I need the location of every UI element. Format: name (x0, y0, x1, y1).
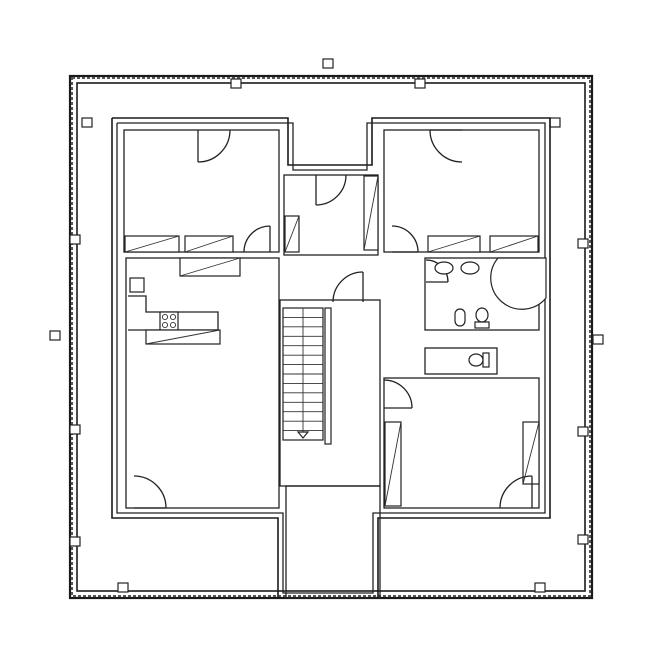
door-swing-arc (315, 174, 347, 206)
wardrobe-door-line (363, 175, 379, 251)
door-swing-arc (499, 475, 533, 509)
wardrobe-door-line (184, 235, 234, 253)
bathroom-fixtures (434, 257, 547, 368)
stair-handrail-wall (324, 307, 332, 445)
interior-wall-outer (111, 117, 551, 599)
room-wc (424, 347, 498, 375)
wc-toilet-icon (468, 353, 484, 367)
door-swing-arc (133, 475, 167, 509)
facade-posts (49, 58, 604, 593)
corner-bathtub-icon (490, 257, 547, 310)
post (577, 534, 589, 545)
hob-icon (159, 311, 179, 331)
post (117, 582, 129, 593)
exterior-wall-hatch (71, 77, 591, 597)
wardrobe-door-line (522, 421, 540, 485)
post (69, 536, 81, 547)
exterior-wall-inner-line (76, 82, 586, 592)
post (592, 334, 604, 345)
stair-arrow-icon (296, 431, 310, 439)
post (577, 238, 589, 249)
post (577, 426, 589, 437)
kitchen-fixtures (128, 277, 221, 345)
post (414, 78, 426, 89)
post (549, 117, 561, 128)
post (534, 582, 546, 593)
post (69, 424, 81, 435)
wardrobe-door-line (124, 235, 180, 253)
interior-outline (111, 117, 551, 599)
door-swing-arc (429, 129, 463, 163)
sink-icon (129, 277, 145, 293)
basin-icon (434, 261, 454, 275)
post (81, 117, 93, 128)
post (49, 330, 61, 341)
door-swing-arc (383, 379, 413, 409)
room-bedroom-nw (123, 129, 280, 253)
door-swing-arc (197, 129, 231, 163)
toilet-tank (474, 321, 490, 329)
post (230, 78, 242, 89)
cabinet-line (145, 329, 221, 345)
toilet-icon (475, 307, 489, 323)
room-bedroom-se (383, 377, 540, 509)
post (322, 58, 334, 69)
burner-icon (169, 313, 177, 321)
wc-tank (482, 352, 490, 368)
room-entry (285, 485, 381, 599)
room-living-kitchen (125, 257, 280, 509)
room-bedroom-ne (383, 129, 540, 253)
door-swing-arc (391, 225, 419, 253)
interior-wall-inner (116, 122, 546, 594)
door-swing-arc (243, 225, 271, 253)
staircase (282, 307, 332, 445)
burner-icon (161, 321, 169, 329)
door-swing-arc (332, 271, 364, 303)
wardrobes (124, 175, 540, 507)
wardrobe-door-line (427, 235, 481, 253)
wardrobe-door-line (284, 215, 300, 253)
basin-icon (460, 261, 480, 275)
bidet-icon (454, 308, 466, 327)
post (69, 234, 81, 245)
wardrobe-door-line (384, 421, 402, 507)
burner-icon (161, 313, 169, 321)
wardrobe-door-line (489, 235, 539, 253)
burner-icon (169, 321, 177, 329)
door-swings (133, 129, 533, 509)
wardrobe-door-line (179, 257, 241, 277)
